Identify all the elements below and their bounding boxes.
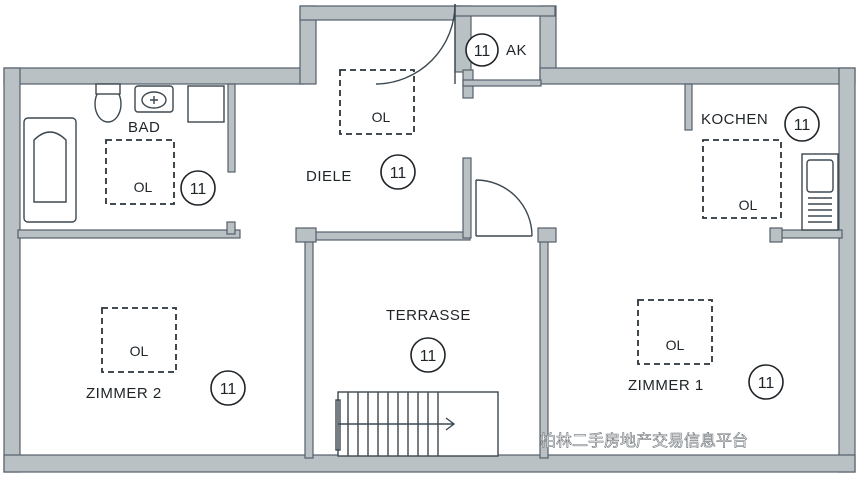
wechat-icon-eye-right [526, 436, 530, 440]
room-labels: BAD DIELE AK KOCHEN ZIMMER 2 TERRASSE ZI… [86, 42, 768, 402]
wall-top-right [539, 67, 856, 85]
ol-box-diele [339, 69, 415, 135]
ol-box-kochen [702, 139, 782, 219]
wall-pillar-left [295, 227, 317, 243]
marker-circle-terrasse [410, 337, 446, 373]
marker-zimmer1: 11 [758, 375, 775, 392]
wall-door-post [462, 157, 472, 239]
wall-terrasse-right [539, 231, 549, 459]
wall-bad-zimmer2 [17, 229, 241, 239]
kitchen-fixtures [801, 153, 839, 231]
stair-direction-arrow-icon [338, 417, 456, 431]
room-label-diele: DIELE [306, 168, 352, 185]
marker-circle-zimmer1 [748, 364, 784, 400]
marker-circle-kochen [784, 106, 820, 142]
toilet-tank-icon [95, 83, 121, 95]
door-swing-terrasse [475, 179, 533, 237]
staircase [335, 391, 499, 457]
ol-label-zimmer1: OL [666, 337, 685, 353]
marker-zimmer2: 11 [220, 381, 237, 398]
doors [375, 3, 533, 237]
wall-top-left [3, 67, 305, 85]
ol-box-bad [105, 139, 175, 205]
wall-bad-diele [227, 83, 236, 173]
ol-label-zimmer2: OL [130, 343, 149, 359]
stair-rail [335, 399, 341, 451]
wall-ak-top [454, 5, 556, 17]
wechat-icon [514, 430, 534, 450]
room-label-kochen: KOCHEN [701, 111, 768, 128]
ol-box-zimmer1 [637, 299, 713, 365]
marker-circle-zimmer2 [210, 370, 246, 406]
room-label-zimmer1: ZIMMER 1 [628, 377, 704, 394]
marker-bad: 11 [190, 181, 207, 198]
room-label-bad: BAD [128, 119, 160, 136]
wall-left [3, 67, 21, 473]
wall-kochen-stub [684, 83, 693, 131]
ol-label-bad: OL [134, 179, 153, 195]
marker-diele: 11 [390, 165, 407, 182]
marker-ak: 11 [474, 43, 491, 60]
marker-circle-diele [380, 154, 416, 190]
ol-boxes: OL OL OL OL OL [101, 69, 782, 373]
wall-right [838, 67, 856, 473]
wechat-icon-eye-left [518, 436, 522, 440]
wall-diele-terrasse [299, 231, 471, 241]
marker-circle-ak [465, 33, 499, 67]
ol-label-kochen: OL [739, 197, 758, 213]
bathroom-fixtures [23, 83, 225, 223]
drainboard-icon [808, 197, 832, 223]
watermark-text: 柏林二手房地产交易信息平台 [540, 431, 748, 450]
wall-diele-top [299, 5, 461, 21]
ol-label-diele: OL [372, 109, 391, 125]
room-label-terrasse: TERRASSE [386, 307, 471, 324]
marker-terrasse: 11 [420, 348, 437, 365]
room-label-zimmer2: ZIMMER 2 [86, 385, 162, 402]
wall-bottom [3, 454, 856, 473]
sink-basin-icon [141, 91, 167, 109]
marker-circle-bad [180, 170, 216, 206]
bathtub-basin-icon [33, 131, 67, 203]
door-swing-diele [375, 3, 456, 85]
room-label-ak: AK [506, 42, 527, 59]
wall-stub-bad [226, 221, 236, 235]
wall-kochen-pillar [769, 227, 783, 243]
room-markers: 11 11 11 11 11 11 11 [180, 33, 820, 406]
bathtub-icon [23, 117, 77, 223]
shower-tray-icon [187, 85, 225, 123]
wall-ak-bottom [462, 79, 542, 87]
watermark: 柏林二手房地产交易信息平台 [514, 430, 748, 450]
sink-tap-icon [150, 96, 158, 104]
walls [3, 5, 856, 473]
ol-box-zimmer2 [101, 307, 177, 373]
marker-kochen: 11 [794, 117, 811, 134]
wall-pillar-right [537, 227, 557, 243]
wall-terrasse-left [304, 231, 314, 459]
kitchen-sink-icon [806, 159, 834, 193]
